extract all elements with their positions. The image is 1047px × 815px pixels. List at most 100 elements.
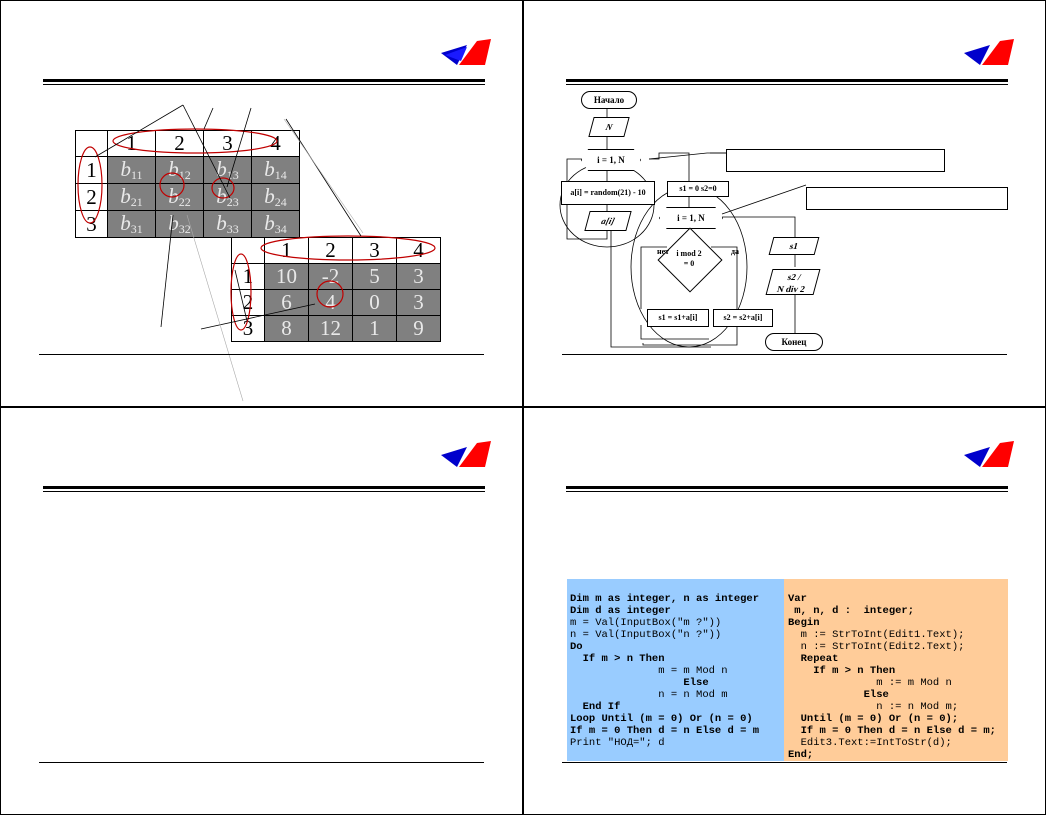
- cell-index: 23: [226, 195, 239, 209]
- matrix-cell: b14: [251, 156, 300, 184]
- assign-random-node: a[i] = random(21) - 10: [561, 181, 655, 205]
- cell-var: b: [216, 211, 227, 235]
- matrix-cell: b34: [251, 210, 300, 238]
- pascal-code: Var m, n, d : integer;Begin m := StrToIn…: [788, 581, 996, 785]
- code-line: Repeat: [788, 653, 839, 665]
- header-rule: [566, 79, 1008, 82]
- cell-var: b: [168, 184, 179, 208]
- loop2-node: i = 1, N: [659, 207, 723, 229]
- matrix-cell: -2: [308, 263, 353, 290]
- matrix-cell: b31: [107, 210, 156, 238]
- code-line: m = m Mod n: [570, 665, 728, 677]
- footer-rule: [562, 762, 1007, 763]
- matrix-cell: b21: [107, 183, 156, 211]
- code-line: m = Val(InputBox("m ?")): [570, 617, 722, 629]
- cell-index: 31: [130, 222, 143, 236]
- matrix-symbolic-table: 1 2 3 4 1 b11 b12 b13 b14 2 b21 b22 b23 …: [75, 130, 300, 238]
- code-line: Do: [570, 641, 583, 653]
- code-line: Else: [570, 677, 709, 689]
- annotation-overlay: [77, 104, 436, 402]
- footer-rule: [562, 354, 1007, 355]
- code-line: Var: [788, 593, 807, 605]
- matrix-cell: 6: [264, 289, 309, 316]
- yes-label: да: [730, 247, 740, 256]
- code-line: Print "НОД="; d: [570, 737, 665, 749]
- code-line: n := StrToInt(Edit2.Text);: [788, 641, 965, 653]
- col-header: 3: [352, 237, 397, 264]
- corner-cell: [231, 237, 265, 264]
- code-line: If m = 0 Then d = n Else d = m;: [788, 725, 996, 737]
- callout-box-1: [726, 149, 945, 172]
- code-line: If m = 0 Then d = n Else d = m: [570, 725, 760, 737]
- code-line: Begin: [788, 617, 820, 629]
- cell-index: 21: [130, 195, 143, 209]
- cell-var: b: [264, 184, 275, 208]
- code-line: n := n Mod m;: [788, 701, 959, 713]
- cell-index: 32: [178, 222, 191, 236]
- code-line: Dim d as integer: [570, 605, 671, 617]
- matrix-cell: 1: [352, 315, 397, 342]
- col-header: 1: [107, 130, 156, 157]
- row-header: 2: [231, 289, 265, 316]
- code-line: n = Val(InputBox("n ?")): [570, 629, 722, 641]
- logo-icon: [964, 39, 1014, 65]
- code-line: End;: [788, 749, 814, 761]
- footer-rule: [39, 762, 484, 763]
- output-ai: a[i]: [584, 211, 632, 231]
- header-rule: [43, 486, 485, 489]
- logo-icon: [441, 39, 491, 65]
- header-rule-thin: [566, 84, 1008, 85]
- code-line: Edit3.Text:=IntToStr(d);: [788, 737, 952, 749]
- cell-index: 14: [274, 168, 287, 182]
- matrix-cell: b32: [155, 210, 204, 238]
- pascal-code-panel: [784, 579, 1008, 761]
- callout-box-2: [806, 187, 1008, 210]
- matrix-cell: 9: [396, 315, 441, 342]
- slide-2: Начало N i = 1, N a[i] = random(21) - 10…: [523, 0, 1046, 407]
- matrix-cell: b12: [155, 156, 204, 184]
- vb-code-panel: [567, 579, 784, 761]
- no-label: нет: [656, 247, 670, 256]
- cell-var: b: [264, 157, 275, 181]
- init-sums-node: s1 = 0 s2=0: [667, 181, 729, 197]
- code-line: m := m Mod n: [788, 677, 952, 689]
- cell-var: b: [120, 211, 131, 235]
- input-n: N: [588, 117, 630, 137]
- cell-index: 33: [226, 222, 239, 236]
- matrix-cell: b33: [203, 210, 252, 238]
- cell-index: 11: [130, 168, 143, 182]
- cell-index: 34: [274, 222, 287, 236]
- matrix-cell: b11: [107, 156, 156, 184]
- output-s1: s1: [768, 237, 820, 255]
- cell-index: 22: [178, 195, 191, 209]
- header-rule: [566, 486, 1008, 489]
- header-rule-thin: [566, 491, 1008, 492]
- code-line: m, n, d : integer;: [788, 605, 915, 617]
- code-line: End If: [570, 701, 621, 713]
- flowchart: Начало N i = 1, N a[i] = random(21) - 10…: [559, 89, 824, 351]
- code-line: n = n Mod m: [570, 689, 728, 701]
- code-line: Loop Until (m = 0) Or (n = 0): [570, 713, 753, 725]
- matrix-cell: 8: [264, 315, 309, 342]
- cell-var: b: [216, 157, 227, 181]
- code-line: Until (m = 0) Or (n = 0);: [788, 713, 959, 725]
- code-line: Else: [788, 689, 889, 701]
- logo-icon: [964, 441, 1014, 467]
- footer-rule: [39, 354, 484, 355]
- header-rule: [43, 79, 485, 82]
- slide-1: 1 2 3 4 1 b11 b12 b13 b14 2 b21 b22 b23 …: [0, 0, 523, 407]
- cell-var: b: [264, 211, 275, 235]
- code-line: Dim m as integer, n as integer: [570, 593, 760, 605]
- cell-var: b: [168, 157, 179, 181]
- matrix-cell: 5: [352, 263, 397, 290]
- cell-var: b: [120, 184, 131, 208]
- cell-var: b: [120, 157, 131, 181]
- s1-add-node: s1 = s1+a[i]: [647, 309, 709, 327]
- logo-icon: [441, 441, 491, 467]
- cell-var: b: [216, 184, 227, 208]
- code-line: If m > n Then: [788, 665, 896, 677]
- code-line: m := StrToInt(Edit1.Text);: [788, 629, 965, 641]
- condition-label: i mod 2 = 0: [676, 249, 702, 268]
